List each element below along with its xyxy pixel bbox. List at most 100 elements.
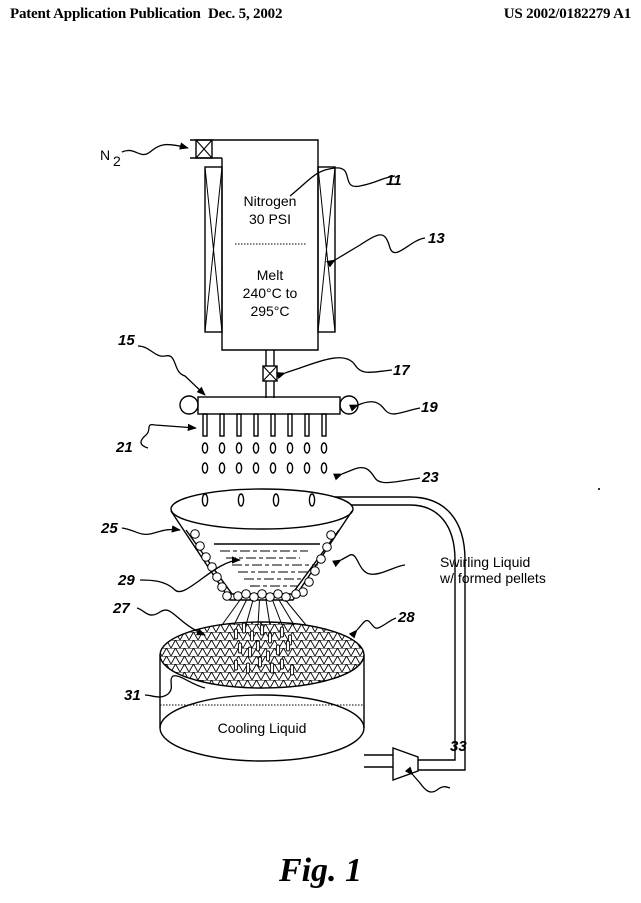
- pellet: [310, 566, 320, 576]
- ref-23: 23: [421, 469, 439, 486]
- gas-label-line2: 30 PSI: [249, 211, 291, 227]
- pellet: [190, 529, 200, 539]
- melt-label-line1: Melt: [257, 267, 284, 283]
- pellet: [201, 552, 211, 562]
- pellet: [322, 542, 332, 552]
- droplet: [252, 442, 260, 454]
- nitrogen-inlet: N 2: [100, 139, 225, 169]
- pellet: [217, 582, 227, 592]
- nozzle: [253, 413, 259, 437]
- pellet-stream: [285, 599, 307, 626]
- droplet: [320, 462, 328, 474]
- ref-29: 29: [117, 572, 135, 589]
- melt-label-line2: 240°C to: [243, 285, 298, 301]
- pellet-stream: [272, 599, 283, 626]
- ref-13: 13: [428, 230, 445, 247]
- nozzle: [202, 413, 208, 437]
- reference-numerals: 11 13 15 17 19 21 23 25 29 27 28 31 33: [100, 172, 467, 755]
- ref-15: 15: [118, 332, 135, 349]
- speck: [598, 488, 600, 490]
- pellet: [212, 572, 222, 582]
- pellet-on-screen: [285, 640, 291, 652]
- return-pipe: [329, 496, 466, 771]
- pellet-on-screen: [267, 632, 273, 644]
- ref-11: 11: [386, 172, 402, 189]
- droplet: [201, 462, 209, 474]
- ref-31: 31: [124, 687, 141, 704]
- manifold-heater-left: [179, 395, 199, 415]
- cooling-tank: [159, 655, 365, 762]
- pellet: [195, 541, 205, 551]
- ref-17: 17: [393, 362, 410, 379]
- pellet-on-screen: [249, 630, 255, 642]
- droplet: [286, 462, 294, 474]
- publication-number: US 2002/0182279 A1: [503, 6, 631, 22]
- ref-25: 25: [100, 520, 118, 537]
- pellet: [222, 591, 232, 601]
- droplet: [320, 442, 328, 454]
- pellet-on-screen: [233, 628, 239, 640]
- droplet: [303, 442, 311, 454]
- pellet-on-screen: [259, 624, 265, 636]
- droplet: [272, 493, 280, 507]
- manifold-heater-right: [339, 395, 359, 415]
- pellet: [233, 591, 243, 601]
- melt-label-line3: 295°C: [250, 303, 289, 319]
- pellet: [257, 589, 267, 599]
- inlet-label: N: [100, 147, 110, 163]
- pellet-on-screen: [255, 640, 261, 652]
- funnel-note: Swirling Liquid w/ formed pellets: [439, 554, 546, 586]
- droplet: [286, 442, 294, 454]
- pellet: [291, 589, 301, 599]
- inlet-subscript: 2: [113, 153, 121, 169]
- pellet-on-screen: [247, 646, 253, 658]
- pump: [364, 747, 419, 781]
- droplet: [201, 442, 209, 454]
- screen: [159, 621, 365, 689]
- figure-caption: Fig. 1: [278, 852, 363, 889]
- nozzle: [270, 413, 276, 437]
- pellet: [304, 577, 314, 587]
- droplet: [308, 493, 316, 507]
- ref-21: 21: [115, 439, 133, 456]
- nozzle: [219, 413, 225, 437]
- pellet-on-screen: [257, 656, 263, 668]
- pellet-stream: [221, 599, 241, 626]
- publication-type: Patent Application Publication: [10, 6, 201, 22]
- nozzles: [202, 413, 327, 437]
- pellet-on-screen: [275, 644, 281, 656]
- vessel-heater: [204, 166, 336, 333]
- pellet-on-screen: [279, 658, 285, 670]
- droplet: [252, 462, 260, 474]
- pellet-streams: [221, 599, 307, 626]
- manifold: [179, 395, 359, 415]
- droplet: [201, 493, 209, 507]
- droplet: [235, 462, 243, 474]
- pellet-on-screen: [289, 664, 295, 676]
- pellet: [249, 592, 259, 602]
- vessel-labels: Nitrogen 30 PSI Melt 240°C to 295°C: [243, 193, 298, 319]
- droplet: [235, 442, 243, 454]
- funnel-note-line1: Swirling Liquid: [440, 554, 530, 570]
- pellet-on-screen: [245, 662, 251, 674]
- pellet: [326, 530, 336, 540]
- ref-33: 33: [450, 738, 467, 755]
- inlet-valve: [195, 139, 213, 159]
- droplet: [269, 462, 277, 474]
- pellet-on-screen: [237, 642, 243, 654]
- pellet-stream: [278, 599, 295, 626]
- pellet-stream: [265, 599, 271, 626]
- droplet: [218, 462, 226, 474]
- pellet-stream: [257, 599, 260, 626]
- pellet: [316, 554, 326, 564]
- nozzle: [304, 413, 310, 437]
- droplets: [201, 442, 328, 474]
- pellet-on-screen: [233, 659, 239, 671]
- ref-28: 28: [397, 609, 415, 626]
- valve: [262, 350, 278, 398]
- funnel-note-line2: w/ formed pellets: [439, 570, 546, 586]
- publication-date: Dec. 5, 2002: [208, 6, 283, 22]
- droplet: [269, 442, 277, 454]
- ref-19: 19: [421, 399, 438, 416]
